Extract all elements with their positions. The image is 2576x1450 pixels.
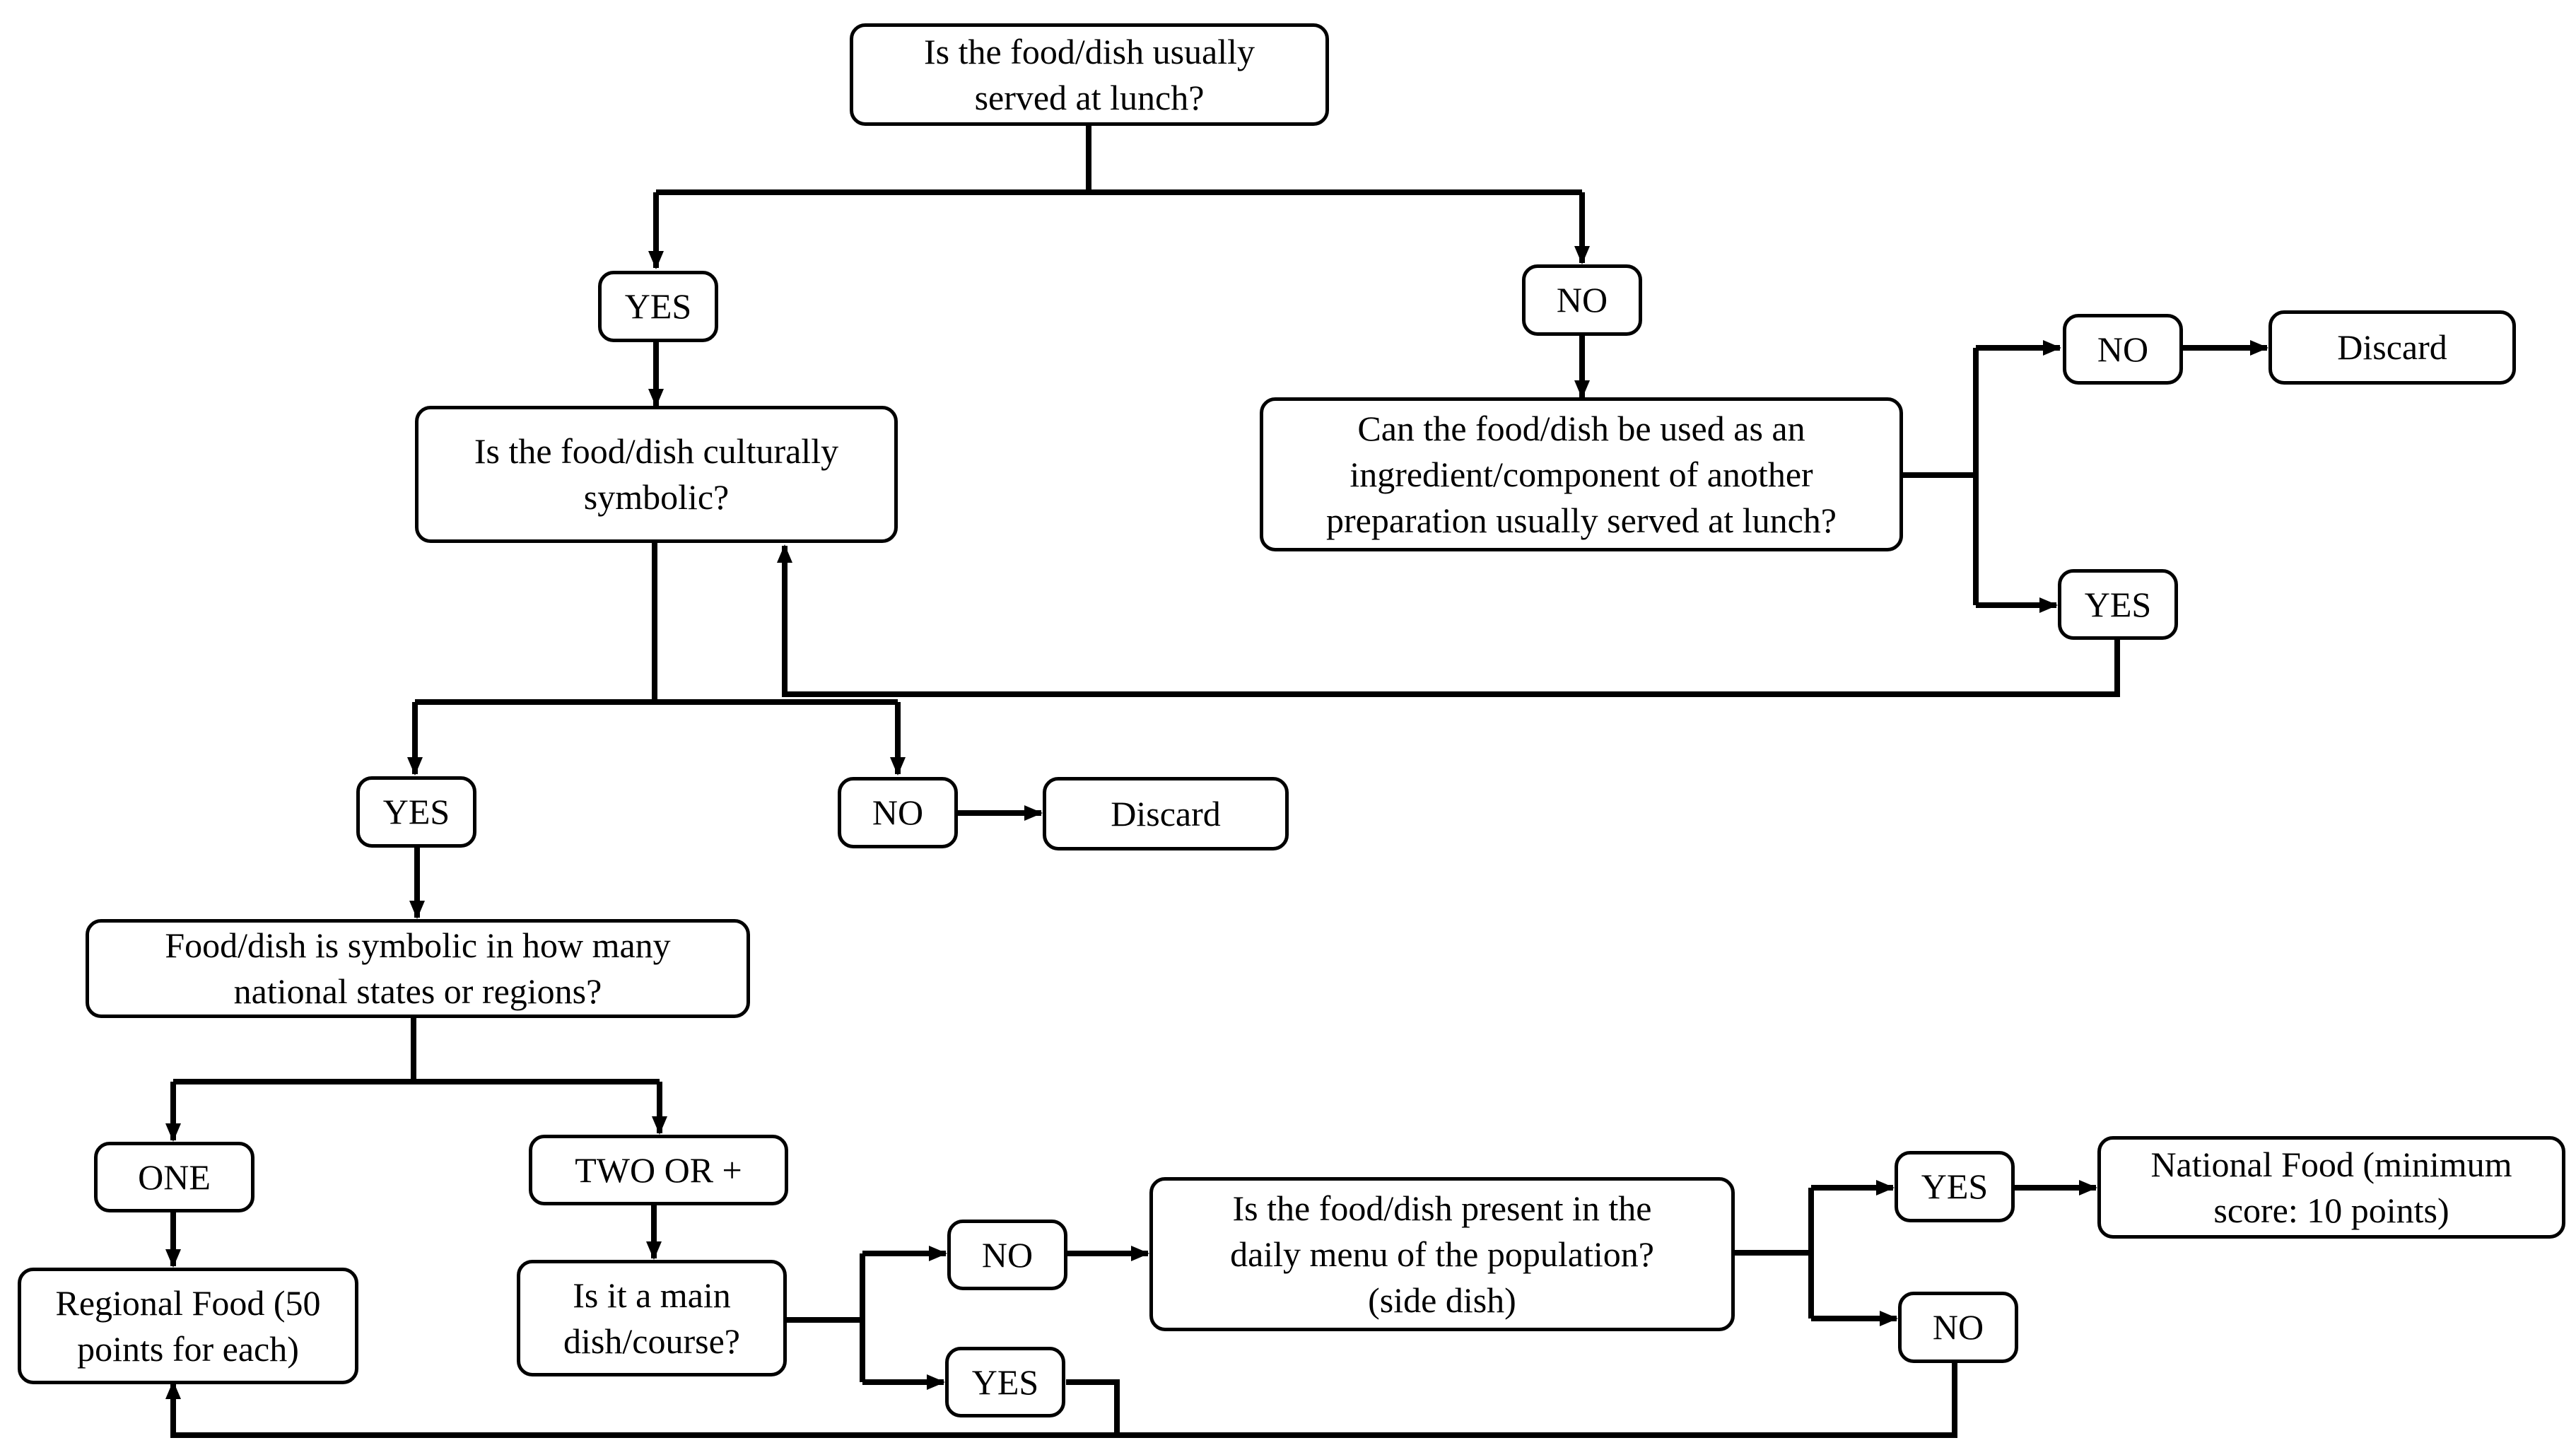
discard-symbolic: Discard bbox=[1043, 777, 1289, 850]
answer-yes-lunch: YES bbox=[598, 271, 718, 342]
answer-yes-daily-menu: YES bbox=[1895, 1151, 2015, 1222]
question-served-at-lunch: Is the food/dish usually served at lunch… bbox=[850, 23, 1329, 126]
answer-yes-main-dish: YES bbox=[945, 1347, 1065, 1417]
answer-no-lunch: NO bbox=[1522, 264, 1642, 336]
question-main-dish: Is it a main dish/course? bbox=[517, 1260, 787, 1376]
answer-no-daily-menu: NO bbox=[1898, 1292, 2018, 1363]
question-ingredient-component: Can the food/dish be used as an ingredie… bbox=[1260, 397, 1903, 551]
answer-no-ingredient: NO bbox=[2063, 314, 2183, 385]
answer-no-main-dish: NO bbox=[947, 1220, 1067, 1290]
answer-two-or-more: TWO OR + bbox=[529, 1135, 788, 1205]
discard-ingredient: Discard bbox=[2268, 310, 2516, 385]
arrow-ingredient-yes-loopback bbox=[777, 544, 2120, 697]
connector-yes-main-return bbox=[1066, 1379, 1120, 1435]
answer-yes-symbolic: YES bbox=[356, 776, 476, 848]
answer-one: ONE bbox=[94, 1142, 254, 1212]
result-regional-food: Regional Food (50 points for each) bbox=[18, 1268, 358, 1384]
answer-yes-ingredient: YES bbox=[2058, 569, 2178, 640]
question-daily-menu: Is the food/dish present in the daily me… bbox=[1149, 1177, 1735, 1331]
arrow-no-daily-return bbox=[165, 1363, 1957, 1438]
answer-no-symbolic: NO bbox=[838, 777, 958, 848]
question-culturally-symbolic: Is the food/dish culturally symbolic? bbox=[415, 406, 898, 543]
question-how-many-states: Food/dish is symbolic in how many nation… bbox=[86, 919, 750, 1018]
result-national-food: National Food (minimum score: 10 points) bbox=[2097, 1136, 2565, 1239]
